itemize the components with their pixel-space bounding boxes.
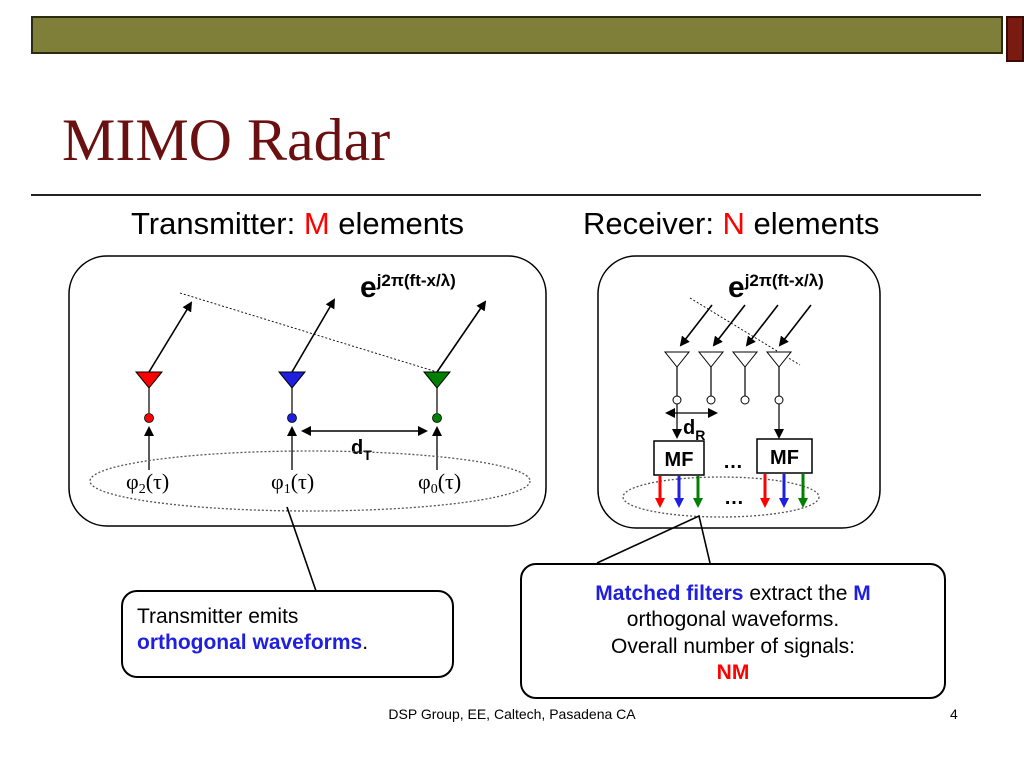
rx-incoming-arrow [679,304,713,347]
rx-array [663,304,812,439]
rx-incoming-arrow [745,304,779,347]
receiver-heading-prefix: Receiver: [583,206,723,241]
matched-filter-label-2: MF [770,447,799,469]
waveform-phi-0: φ0(τ) [418,469,461,497]
blue-node-dot [287,413,297,423]
receiver-heading: Receiver: N elements [583,205,879,242]
tx-wave-expression: ej2π(ft-x/λ) [360,271,456,304]
tx-beam-arrow [148,301,193,373]
tx-wavefront [179,292,438,373]
mf-ellipsis: … [723,451,743,473]
transmitter-heading-suffix: elements [329,206,465,241]
rx-node-dot [740,395,750,405]
tx-element-2 [134,301,193,470]
rx-wave-expression: ej2π(ft-x/λ) [728,271,824,304]
transmitter-heading: Transmitter: M elements [131,205,464,242]
rx-node-dot [706,395,716,405]
rx-incoming-arrow [778,304,812,347]
blue-antenna-icon [277,371,307,389]
rx-antenna-icon [697,351,725,368]
receiver-heading-var: N [722,206,745,241]
rx-incoming-arrow [712,304,746,347]
matched-filter-box-2 [756,438,813,474]
rx-antenna-icon [765,351,793,368]
green-node-dot [432,413,442,423]
footer-text: DSP Group, EE, Caltech, Pasadena CA [388,706,636,722]
title-divider [31,194,981,196]
slide-title: MIMO Radar [62,107,391,173]
rx-node-dot [774,395,784,405]
tx-element-0 [422,300,487,470]
callout-left-tail: . [362,631,369,655]
tx-element-1 [277,298,336,470]
rx-node-dot [672,395,682,405]
callout-right-text1: extract the [743,582,854,605]
tx-spacing-label: dT [351,437,372,463]
red-node-dot [144,413,154,423]
tx-beam-arrow [291,298,336,373]
receiver-callout: Matched filters extract the M orthogonal… [520,563,946,699]
tx-beam-arrow [436,300,487,373]
transmitter-heading-var: M [303,206,330,241]
waveform-phi-1: φ1(τ) [271,469,314,497]
left-callout-pointer [286,506,403,592]
callout-right-var: M [853,582,871,605]
right-callout-pointer [596,514,711,564]
red-antenna-icon [134,371,164,389]
receiver-heading-suffix: elements [744,206,880,241]
output-ellipsis: … [724,487,744,509]
waveform-phi-2: φ2(τ) [126,469,169,497]
top-bar [31,16,1003,54]
receiver-panel [597,255,881,529]
callout-right-highlight: Matched filters [595,582,744,605]
rx-antenna-icon [731,351,759,368]
callout-left-line1: Transmitter emits [137,605,299,628]
top-bar-accent [1006,16,1024,62]
matched-filter-box-1 [653,440,705,476]
rx-antenna-icon [663,351,691,368]
matched-filter-label-1: MF [665,449,694,471]
callout-right-line2: orthogonal waveforms. [626,608,840,632]
callout-right-line1: Matched filters extract the M [532,581,934,607]
callout-right-line4: NM [716,660,750,684]
rx-spacing-label: dR [683,417,705,443]
transmitter-panel [68,255,547,527]
callout-left-line2: orthogonal waveforms. [137,630,438,656]
transmitter-heading-prefix: Transmitter: [131,206,304,241]
green-antenna-icon [422,371,452,389]
output-ellipse [622,476,820,518]
transmitter-callout: Transmitter emits orthogonal waveforms. [121,590,454,678]
callout-left-highlight: orthogonal waveforms [137,631,363,655]
waveform-ellipse [89,450,531,512]
callout-right-line3: Overall number of signals: [611,634,855,658]
page-number: 4 [950,706,958,722]
